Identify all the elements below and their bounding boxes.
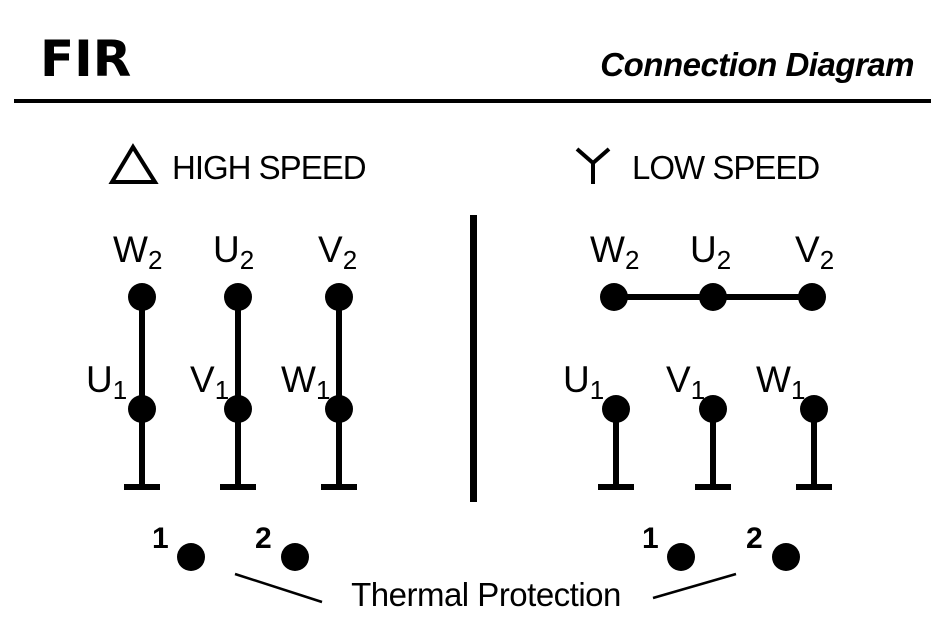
thermal-dot (772, 543, 800, 571)
terminal-dot (224, 283, 252, 311)
terminal-dot (699, 283, 727, 311)
delta-link (235, 297, 241, 409)
terminal-label: W2 (590, 229, 639, 275)
terminal-dot (325, 283, 353, 311)
supply-bar (695, 484, 731, 490)
low-speed-heading: LOW SPEED (575, 147, 820, 186)
terminal-label: V1 (190, 359, 229, 405)
terminal-dot (600, 283, 628, 311)
hs-column-1: W2 U1 (86, 229, 163, 490)
supply-lead (139, 409, 145, 487)
supply-lead (811, 409, 817, 487)
delta-link (336, 297, 342, 409)
ls-supply-2 (695, 395, 731, 490)
ls-supply-1 (598, 395, 634, 490)
hs-column-3: V2 W1 (281, 229, 358, 490)
delta-link (139, 297, 145, 409)
terminal-label: U2 (213, 229, 254, 275)
delta-triangle-icon (108, 143, 159, 184)
terminal-dot (128, 283, 156, 311)
thermal-label: 2 (255, 522, 272, 555)
terminal-label: U2 (690, 229, 731, 275)
high-speed-heading: HIGH SPEED (108, 143, 367, 186)
thermal-label: 1 (642, 522, 659, 555)
thermal-label: 2 (746, 522, 763, 555)
hs-column-2: U2 V1 (190, 229, 256, 490)
supply-lead (235, 409, 241, 487)
terminal-label: W1 (756, 359, 805, 405)
wye-icon (575, 147, 611, 184)
low-speed-thermal: 1 2 (642, 522, 800, 571)
page-subtitle: Connection Diagram (600, 46, 914, 83)
high-speed-thermal: 1 2 (152, 522, 309, 571)
supply-bar (220, 484, 256, 490)
thermal-dot (177, 543, 205, 571)
terminal-label: U1 (86, 359, 127, 405)
thermal-label: 1 (152, 522, 169, 555)
caption-leader-left (234, 572, 323, 604)
high-speed-title: HIGH SPEED (172, 149, 366, 186)
supply-bar (796, 484, 832, 490)
terminal-label: U1 (563, 359, 604, 405)
supply-bar (124, 484, 160, 490)
supply-lead (710, 409, 716, 487)
header-rule (14, 99, 931, 103)
thermal-dot (281, 543, 309, 571)
thermal-protection-caption: Thermal Protection (351, 576, 621, 613)
high-speed-terminals: W2 U1 U2 V1 V2 W1 (86, 229, 358, 490)
low-speed-terminals: W2 U2 V2 U1 V1 W1 (563, 229, 835, 490)
thermal-dot (667, 543, 695, 571)
supply-bar (321, 484, 357, 490)
supply-lead (613, 409, 619, 487)
low-speed-title: LOW SPEED (632, 149, 819, 186)
ls-supply-3 (796, 395, 832, 490)
terminal-label: V2 (318, 229, 357, 275)
terminal-label: V1 (666, 359, 705, 405)
terminal-label: W2 (113, 229, 162, 275)
supply-lead (336, 409, 342, 487)
brand-title: FIR (40, 30, 131, 88)
terminal-label: V2 (795, 229, 834, 275)
terminal-dot (798, 283, 826, 311)
caption-leader-right (652, 572, 737, 600)
terminal-label: W1 (281, 359, 330, 405)
supply-bar (598, 484, 634, 490)
center-divider (470, 215, 477, 502)
